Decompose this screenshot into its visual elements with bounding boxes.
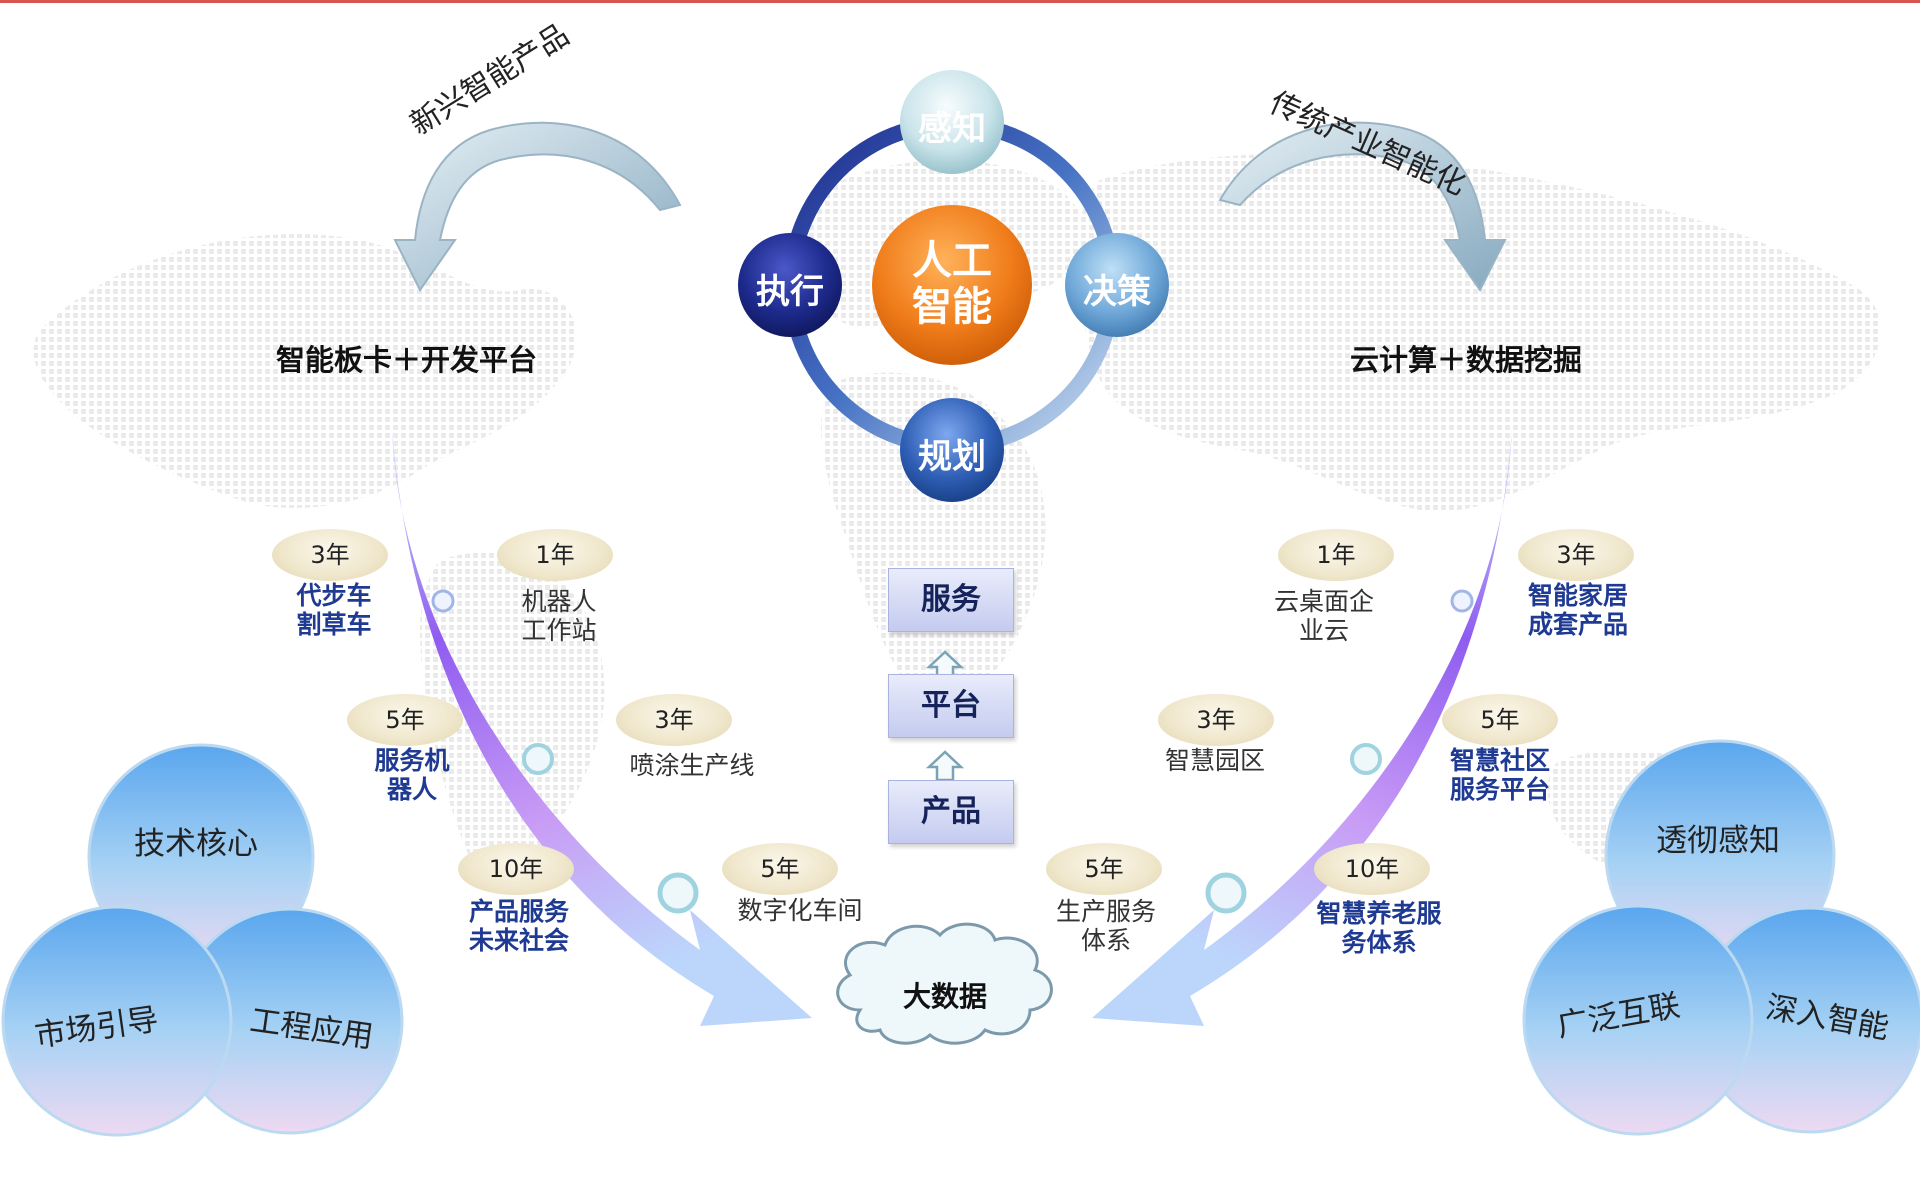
left-item-5: 产品服务 未来社会 (449, 897, 589, 955)
right-badge-6: 10年 (1314, 843, 1430, 895)
left-item-2: 机器人 工作站 (497, 587, 621, 645)
right-badge-3: 3年 (1158, 694, 1274, 746)
core-label: 人工 智能 (900, 238, 1004, 330)
left-badge-3: 5年 (347, 694, 463, 746)
right-badge-2: 3年 (1518, 529, 1634, 581)
orb-perceive (900, 70, 1004, 174)
right-item-6-line1: 智慧养老服 (1316, 899, 1442, 928)
right-venn (1522, 739, 1920, 1136)
left-item-1-line2: 割草车 (296, 610, 372, 639)
right-badge-1: 1年 (1278, 529, 1394, 581)
left-item-3: 服务机 器人 (350, 746, 474, 804)
right-venn-top: 透彻感知 (1656, 823, 1780, 859)
bigdata-cloud (836, 922, 1053, 1045)
left-curve-arrow (393, 121, 682, 292)
right-item-3: 智慧园区 (1150, 746, 1280, 775)
stack-up-arrows (925, 650, 965, 782)
right-item-4: 智慧社区 服务平台 (1438, 746, 1562, 804)
right-item-6: 智慧养老服 务体系 (1306, 899, 1452, 957)
stack-product: 产品 (888, 780, 1014, 844)
left-purple-arrow (392, 430, 812, 1026)
left-item-4-line1: 喷涂生产线 (629, 751, 755, 780)
right-item-3-line1: 智慧园区 (1164, 746, 1265, 775)
right-item-4-line2: 服务平台 (1449, 775, 1550, 804)
stack-platform: 平台 (888, 674, 1014, 738)
left-item-6: 数字化车间 (720, 896, 880, 925)
arrow-milestone-dots (431, 589, 1474, 914)
left-item-5-line2: 未来社会 (468, 926, 569, 955)
core-orb (872, 205, 1032, 365)
cloud-label: 大数据 (902, 980, 987, 1013)
top-accent-line (0, 0, 1920, 3)
decide-label: 决策 (1083, 272, 1151, 312)
right-badge-5: 5年 (1046, 843, 1162, 895)
orb-plan (900, 398, 1004, 502)
right-item-5: 生产服务 体系 (1044, 897, 1168, 955)
stack-service: 服务 (888, 568, 1014, 632)
right-item-1-line2: 业云 (1298, 616, 1349, 645)
left-item-3-line2: 器人 (386, 775, 437, 804)
left-badge-4: 3年 (616, 694, 732, 746)
right-item-4-line1: 智慧社区 (1449, 746, 1550, 775)
right-item-1: 云桌面企 业云 (1262, 587, 1386, 645)
right-item-2-line2: 成套产品 (1527, 610, 1628, 639)
right-platform-label: 云计算＋数据挖掘 (1350, 343, 1583, 377)
orb-decide (1065, 233, 1169, 337)
core-label-line2: 智能 (912, 284, 992, 330)
left-item-2-line1: 机器人 (521, 587, 597, 616)
left-item-5-line1: 产品服务 (468, 897, 569, 926)
plan-label: 规划 (918, 437, 986, 477)
core-label-line1: 人工 (912, 238, 992, 284)
right-badge-4: 5年 (1442, 694, 1558, 746)
left-item-1-line1: 代步车 (296, 581, 372, 610)
left-item-4: 喷涂生产线 (612, 751, 772, 780)
left-venn-top: 技术核心 (134, 826, 258, 862)
left-badge-2: 1年 (497, 529, 613, 581)
left-platform-label: 智能板卡＋开发平台 (276, 343, 538, 377)
right-purple-arrow (1092, 430, 1512, 1026)
right-item-2-line1: 智能家居 (1527, 581, 1628, 610)
left-venn (1, 743, 404, 1137)
perceive-label: 感知 (918, 109, 986, 149)
execute-label: 执行 (756, 272, 824, 312)
right-item-6-line2: 务体系 (1341, 928, 1417, 957)
left-item-6-line1: 数字化车间 (737, 896, 863, 925)
left-badge-6: 5年 (722, 843, 838, 895)
right-item-2: 智能家居 成套产品 (1516, 581, 1640, 639)
orb-execute (738, 233, 842, 337)
right-item-5-line1: 生产服务 (1055, 897, 1156, 926)
left-badge-5: 10年 (458, 843, 574, 895)
right-item-1-line1: 云桌面企 (1273, 587, 1374, 616)
left-badge-1: 3年 (272, 529, 388, 581)
right-item-5-line2: 体系 (1080, 926, 1131, 955)
left-item-2-line2: 工作站 (521, 616, 597, 645)
right-curve-arrow (1218, 121, 1507, 292)
left-item-3-line1: 服务机 (374, 746, 450, 775)
left-item-1: 代步车 割草车 (272, 581, 396, 639)
